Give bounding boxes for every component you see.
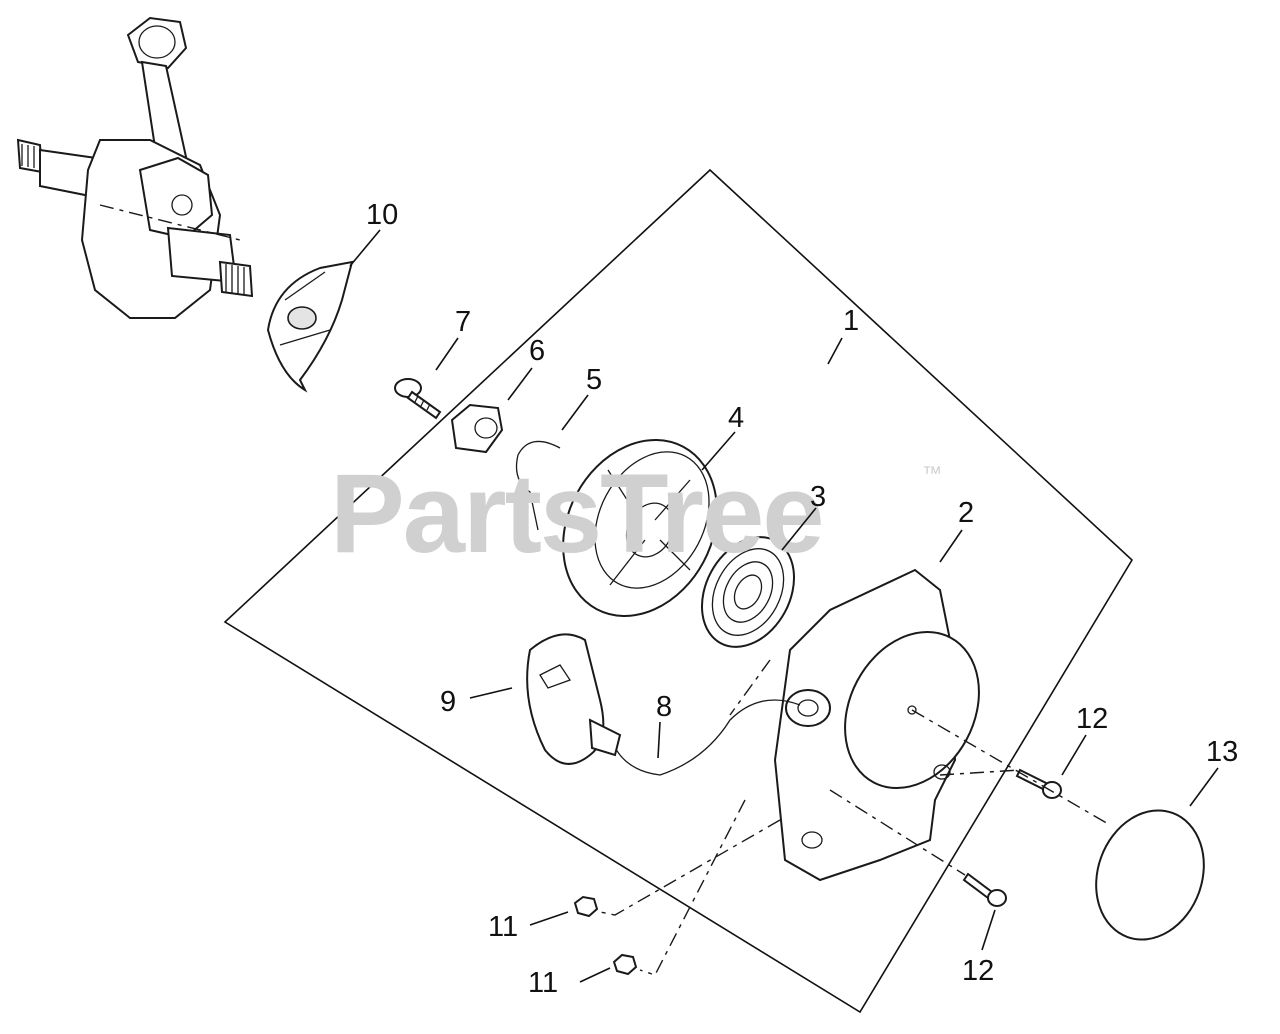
- assembly-outline: [223, 168, 1134, 1014]
- callout-10: 10: [366, 199, 398, 231]
- part-12-drawing: [962, 768, 1062, 907]
- callout-12a: 12: [1076, 703, 1108, 735]
- callout-5: 5: [586, 364, 602, 396]
- callout-labels: 1 2 3 4 5 6 7 8 9 10 11 11 12 12 13: [366, 199, 1238, 999]
- part-6-drawing: [450, 403, 504, 454]
- callout-9: 9: [440, 686, 456, 718]
- callout-13: 13: [1206, 736, 1238, 768]
- callout-3: 3: [810, 481, 826, 513]
- callout-2: 2: [958, 497, 974, 529]
- watermark-trademark: ™: [922, 463, 942, 485]
- watermark-text: PartsTree: [330, 451, 823, 576]
- part-2-drawing: [773, 568, 980, 882]
- crankshaft-drawing: [16, 16, 254, 319]
- callout-7: 7: [455, 306, 471, 338]
- callout-1: 1: [843, 305, 859, 337]
- part-3-drawing: [700, 536, 796, 648]
- leader-lines: [349, 229, 1219, 983]
- part-9-drawing: [526, 633, 622, 765]
- callout-11b: 11: [528, 967, 558, 999]
- callout-6: 6: [529, 335, 545, 367]
- part-8-drawing: [609, 699, 801, 776]
- part-13-drawing: [1095, 809, 1205, 941]
- callout-8: 8: [656, 691, 672, 723]
- callout-12b: 12: [962, 955, 994, 987]
- alignment-lines: [99, 204, 1111, 976]
- part-7-drawing: [394, 378, 442, 420]
- callout-11a: 11: [488, 911, 518, 943]
- part-11-drawing: [573, 895, 638, 976]
- part-4-drawing: [562, 439, 718, 617]
- callout-4: 4: [728, 402, 744, 434]
- part-10-drawing: [266, 260, 354, 393]
- part-5-drawing: [515, 440, 561, 531]
